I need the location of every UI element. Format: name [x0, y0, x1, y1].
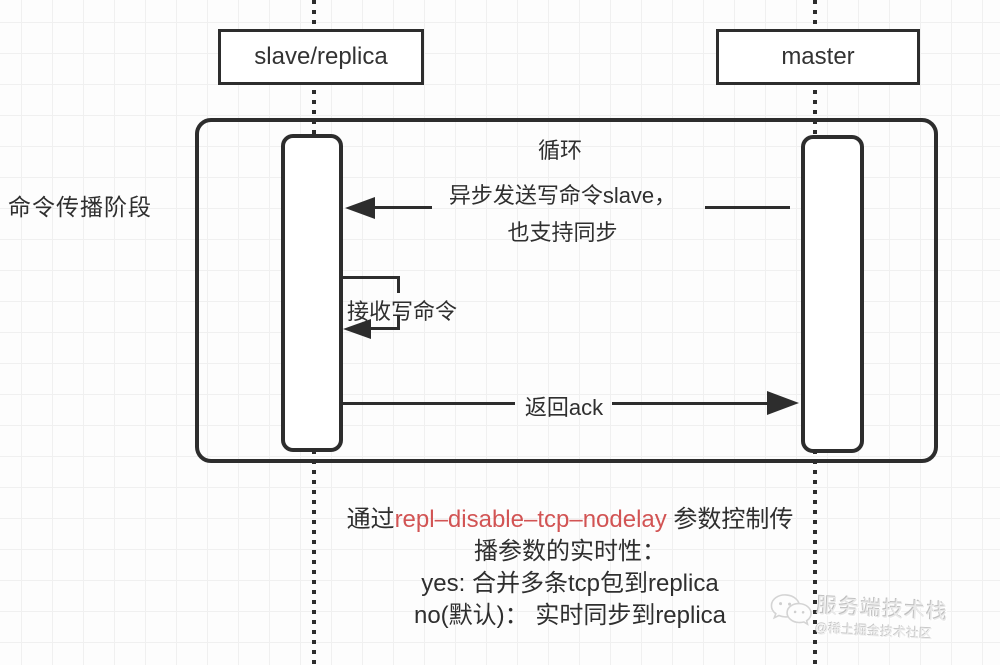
arrowhead-left-icon — [343, 319, 371, 339]
note-line1-param: repl–disable–tcp–nodelay — [394, 506, 667, 533]
note-line1: 通过repl–disable–tcp–nodelay 参数控制传 — [280, 504, 860, 536]
loop-frame-label: 循环 — [537, 138, 582, 163]
actor-label-slave: slave/replica — [254, 43, 388, 70]
actor-box-master: master — [716, 29, 920, 85]
arrowhead-right-icon — [767, 391, 799, 415]
note-line2: 播参数的实时性： — [474, 538, 666, 565]
activation-bar-master — [801, 135, 864, 453]
note-line1-suffix: 参数控制传 — [666, 506, 794, 533]
msg2-tick-bottom — [397, 315, 400, 330]
msg3-label: 返回ack — [524, 395, 604, 420]
msg1-line-right — [705, 206, 790, 209]
msg2-label: 接收写命令 — [346, 299, 457, 324]
msg2-tick-top — [397, 276, 400, 293]
arrowhead-left-icon — [345, 197, 375, 219]
note-line3: yes: 合并多条tcp包到replica — [421, 570, 719, 597]
msg1-label-line2: 也支持同步 — [507, 220, 618, 245]
loop-frame — [195, 118, 938, 463]
actor-label-master: master — [781, 43, 855, 70]
msg3-line-right — [612, 402, 770, 405]
msg1-label-line1: 异步发送写命令slave， — [448, 183, 677, 208]
note-block: 通过repl–disable–tcp–nodelay 参数控制传 播参数的实时性… — [280, 504, 860, 632]
msg3-line-left — [343, 402, 515, 405]
msg1-line-left — [372, 206, 432, 209]
note-line1-prefix: 通过 — [346, 506, 395, 533]
msg2-line-bottom — [368, 327, 400, 330]
note-line4: no(默认)： 实时同步到replica — [413, 602, 727, 629]
actor-box-slave: slave/replica — [218, 29, 424, 85]
activation-bar-slave — [281, 134, 343, 452]
msg2-line-top — [343, 276, 400, 279]
phase-label: 命令传播阶段 — [8, 194, 152, 220]
